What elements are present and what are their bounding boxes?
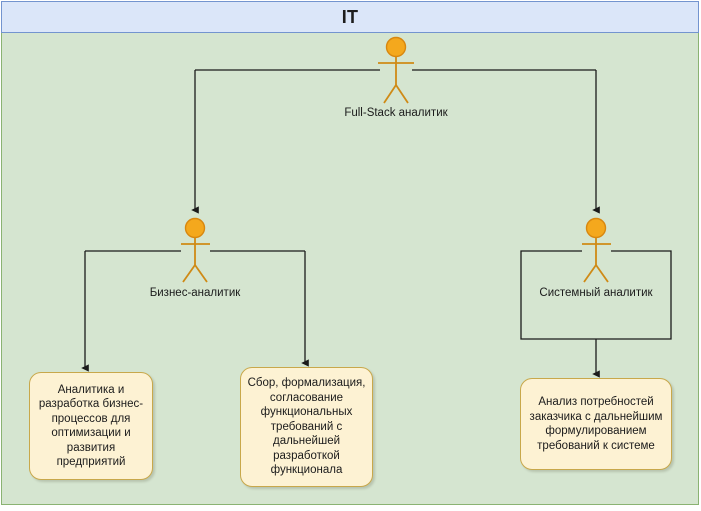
usecase-node-3[interactable]: Анализ потребностей заказчика с дальнейш… xyxy=(520,378,672,470)
connector-business-to-usecase-2 xyxy=(210,250,309,367)
actor-fullstack[interactable] xyxy=(378,36,414,104)
actor-label-business: Бизнес-аналитик xyxy=(149,287,241,299)
actor-legs-icon xyxy=(583,264,609,283)
actor-system[interactable] xyxy=(582,217,611,283)
package-title: IT xyxy=(341,6,359,27)
actor-label-system: Системный аналитик xyxy=(539,287,653,299)
actor-head-icon xyxy=(385,36,407,58)
package-header: IT xyxy=(1,1,699,33)
actor-head-icon xyxy=(184,217,206,239)
connector-system-to-usecase-3 xyxy=(520,250,672,378)
usecase-label: Сбор, формализация, согласование функцио… xyxy=(247,377,366,477)
connector-fullstack-to-business xyxy=(191,69,380,214)
actor-business[interactable] xyxy=(181,217,210,283)
actor-label-fullstack: Full-Stack аналитик xyxy=(344,107,448,119)
actor-legs-icon xyxy=(383,84,409,104)
connector-business-to-usecase-1 xyxy=(81,250,181,372)
connector-fullstack-to-system xyxy=(412,69,600,214)
actor-legs-icon xyxy=(182,264,208,283)
usecase-label: Аналитика и разработка бизнес-процессов … xyxy=(38,383,144,469)
usecase-label: Анализ потребностей заказчика с дальнейш… xyxy=(529,396,663,452)
actor-head-icon xyxy=(585,217,607,239)
usecase-node-1[interactable]: Аналитика и разработка бизнес-процессов … xyxy=(29,372,153,480)
usecase-node-2[interactable]: Сбор, формализация, согласование функцио… xyxy=(240,367,373,487)
